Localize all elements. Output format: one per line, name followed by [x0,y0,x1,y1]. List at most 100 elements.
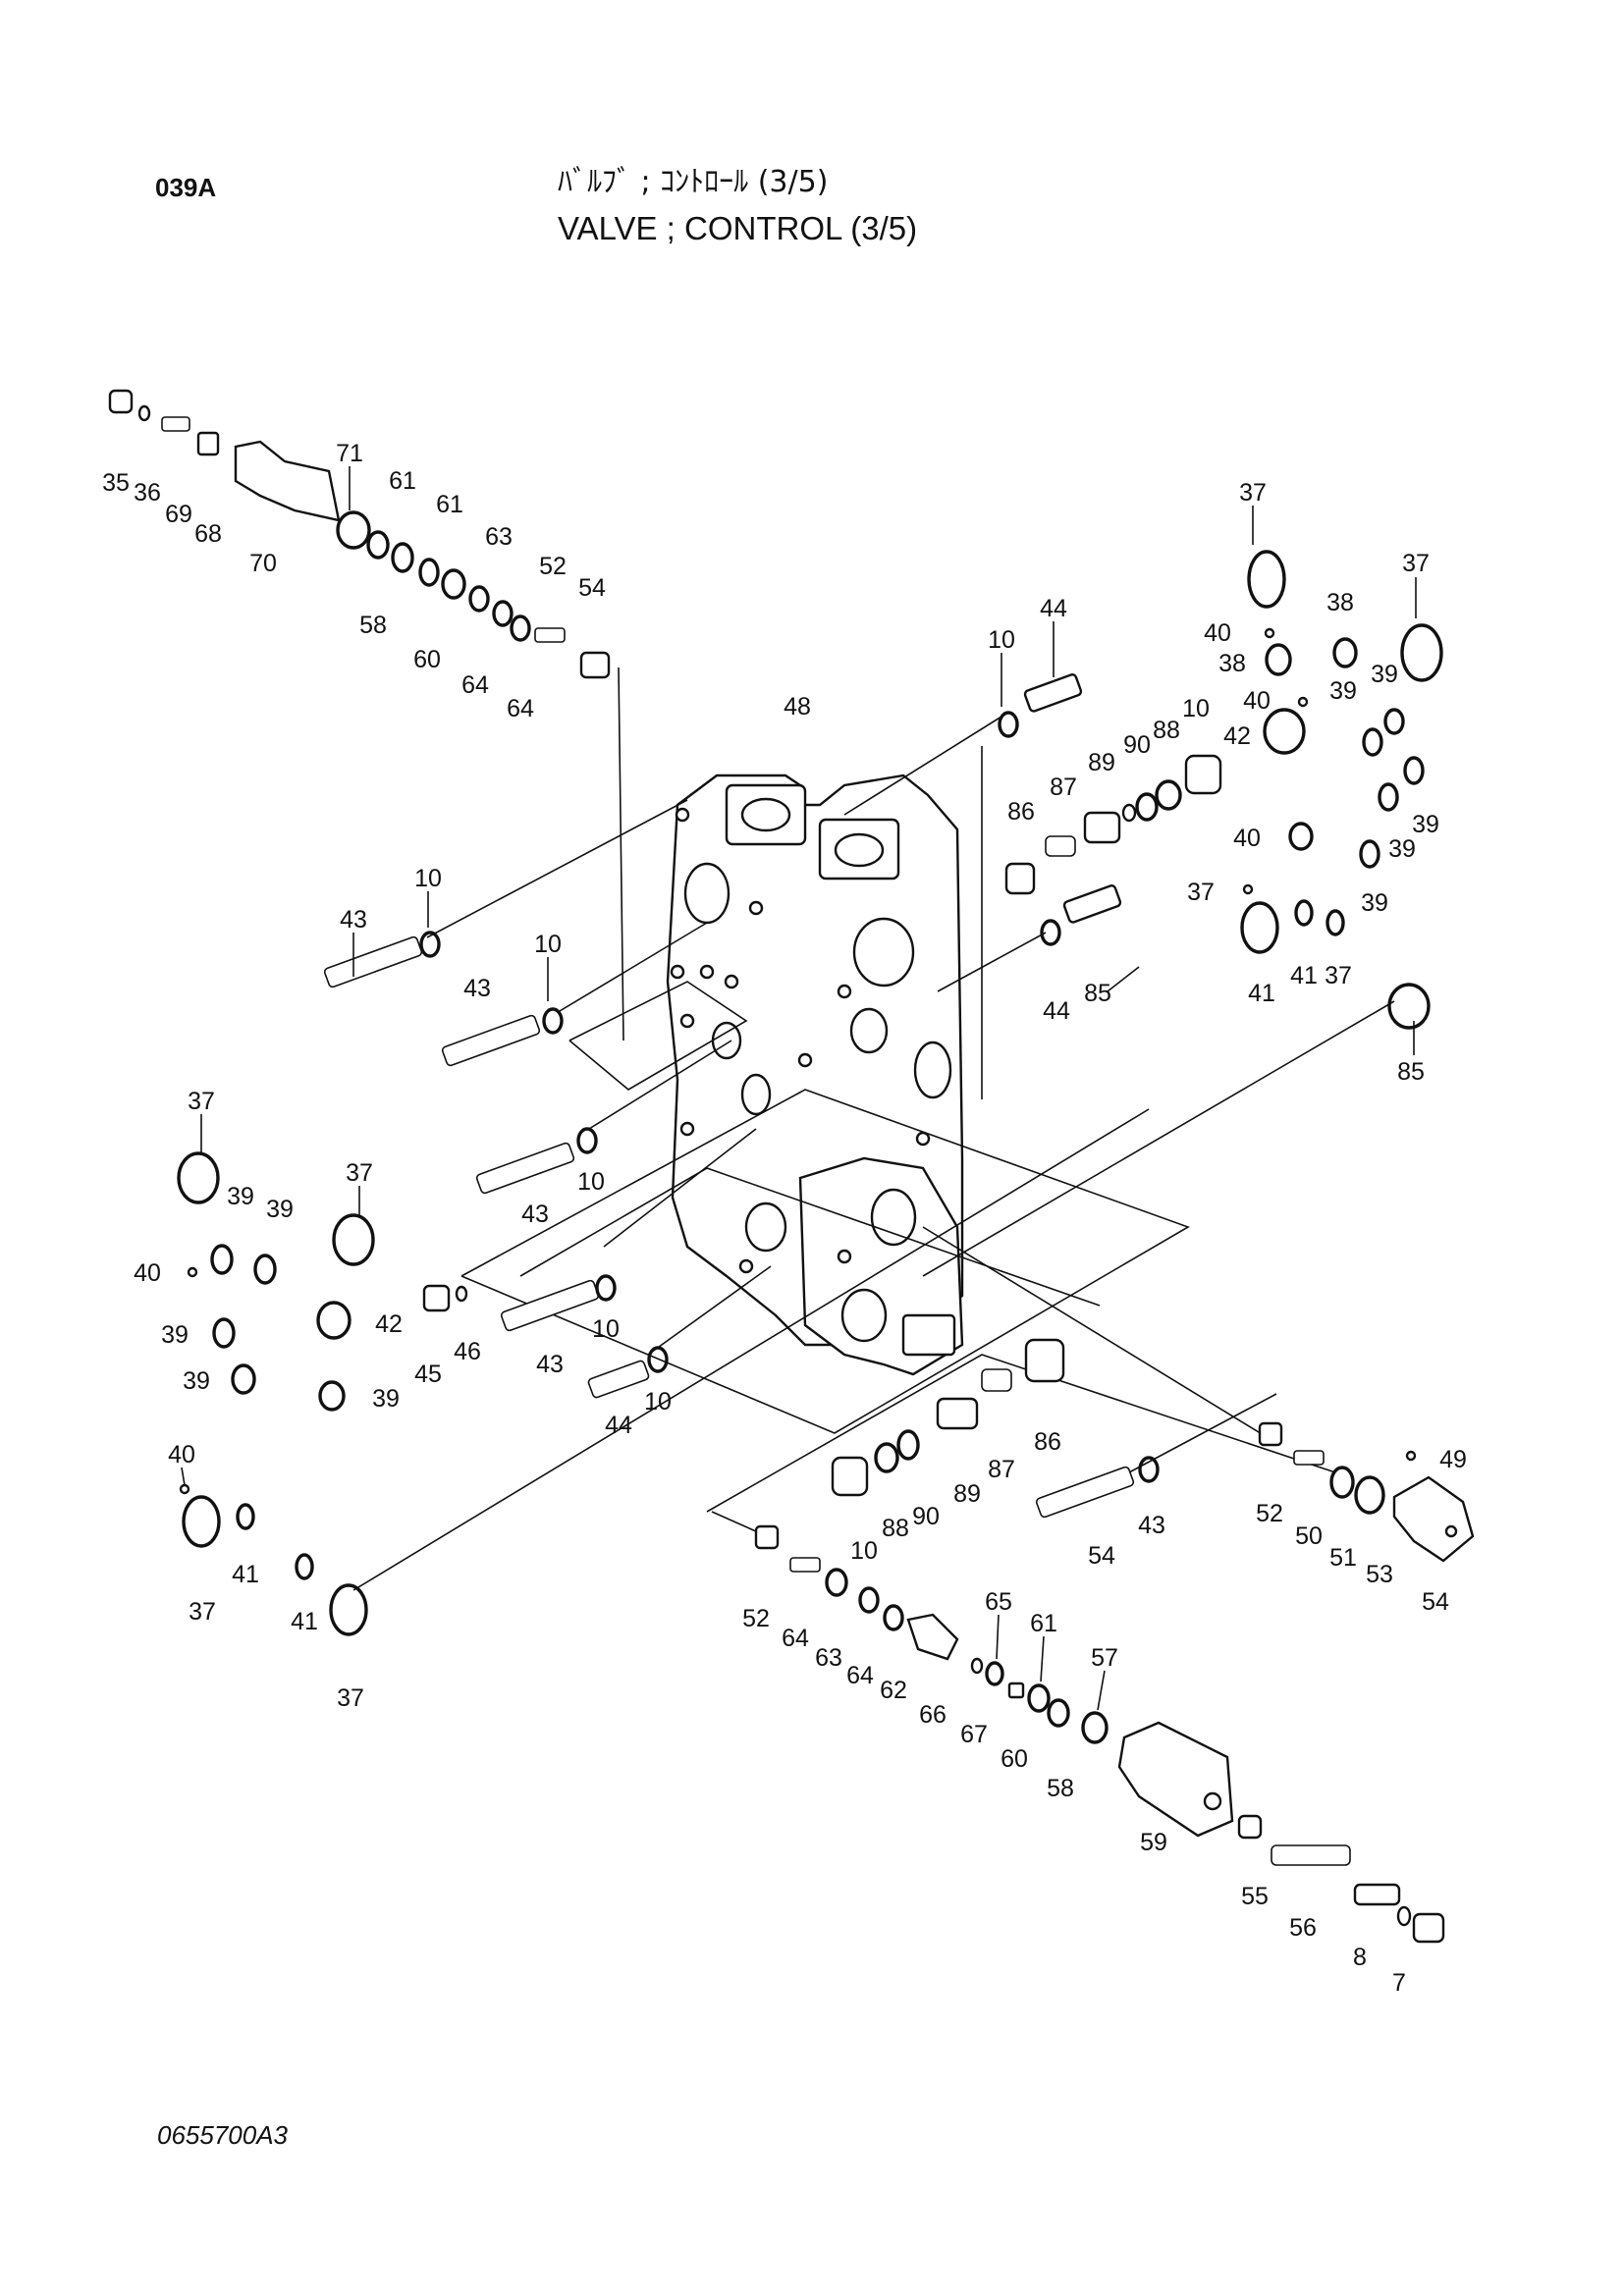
callout-label: 37 [1187,879,1215,906]
callout-label: 87 [1050,774,1077,801]
callout-label: 57 [1091,1644,1118,1672]
callout-label: 37 [1402,550,1430,577]
callout-label: 39 [266,1196,294,1223]
callout-label: 37 [337,1684,364,1712]
callout-label: 86 [1034,1428,1061,1456]
callout-label: 41 [232,1561,259,1588]
callout-label: 86 [1007,798,1035,826]
callout-label: 43 [463,975,491,1002]
callout-label: 39 [1361,889,1388,917]
o-rings [177,550,1443,1636]
callout-label: 35 [102,469,130,497]
callout-label: 41 [1248,980,1275,1007]
callout-label: 89 [953,1480,981,1508]
callout-label: 45 [414,1361,442,1388]
callout-label: 37 [188,1088,215,1115]
callout-label: 38 [1326,589,1354,616]
callout-label: 39 [1371,661,1398,688]
callout-label: 64 [846,1662,874,1689]
callout-label: 88 [882,1515,909,1542]
callout-label: 52 [1256,1500,1283,1527]
callout-label: 56 [1289,1914,1317,1942]
callout-label: 58 [359,612,387,639]
callout-label: 38 [1218,650,1246,677]
callout-label: 58 [1047,1775,1074,1802]
callout-label: 52 [539,553,567,580]
upper-right-poppet-assembly [1004,754,1222,895]
bottom-spool-assembly [754,1524,1445,1944]
callout-label: 44 [605,1412,632,1439]
callout-label: 49 [1439,1446,1467,1473]
callout-label: 63 [815,1644,842,1672]
callout-label: 41 [291,1608,318,1635]
label-leaders [181,466,1417,1711]
callout-label: 40 [1204,619,1231,647]
callout-label: 53 [1366,1561,1393,1588]
title-english: VALVE ; CONTROL (3/5) [558,210,918,246]
callout-label: 43 [1138,1512,1165,1539]
callout-label: 66 [919,1701,947,1729]
callout-label: 10 [577,1168,605,1196]
callout-label: 54 [1088,1542,1115,1570]
callout-label: 67 [960,1721,988,1748]
callout-label: 64 [461,671,489,699]
callout-label: 44 [1043,997,1070,1025]
callout-label: 88 [1153,717,1180,744]
title-japanese: ﾊﾞﾙﾌﾞ ; ｺﾝﾄﾛｰﾙ (3/5) [558,165,829,199]
callout-label: 10 [1182,695,1210,722]
callout-label: 10 [644,1388,672,1415]
callout-label: 39 [183,1367,210,1395]
callout-label: 43 [340,906,367,934]
callout-labels: 35 36 69 68 70 71 58 61 60 61 64 63 64 5… [102,440,1467,1997]
callout-label: 71 [336,440,363,467]
callout-label: 8 [1353,1944,1367,1971]
callout-label: 39 [372,1385,400,1413]
callout-label: 87 [988,1456,1015,1483]
callout-label: 51 [1329,1544,1357,1572]
callout-label: 40 [168,1441,195,1468]
callout-label: 41 [1290,962,1318,989]
callout-label: 52 [742,1605,770,1632]
callout-label: 46 [454,1338,481,1365]
callout-label: 64 [507,695,534,722]
callout-label: 54 [578,574,606,602]
callout-label: 10 [534,931,562,958]
callout-label: 37 [346,1159,373,1187]
callout-label: 63 [485,523,513,551]
callout-label: 65 [985,1588,1012,1616]
bolts-and-washers [323,673,1160,1519]
callout-label: 43 [536,1351,564,1378]
callout-label: 36 [134,479,161,507]
callout-label: 40 [1243,687,1271,715]
callout-label: 39 [1412,811,1439,838]
callout-label: 64 [782,1625,809,1652]
callout-label: 85 [1084,980,1111,1007]
callout-label: 37 [189,1598,216,1626]
callout-label: 61 [436,491,463,518]
callout-label: 42 [1223,722,1251,750]
callout-label: 59 [1140,1829,1167,1856]
callout-label: 7 [1392,1969,1406,1997]
valve-housing [666,774,964,1376]
callout-label: 10 [850,1537,878,1565]
callout-label: 54 [1422,1588,1449,1616]
callout-label: 70 [249,550,277,577]
callout-label: 43 [521,1201,549,1228]
callout-label: 48 [784,693,811,721]
callout-label: 89 [1088,749,1115,776]
callout-label: 85 [1397,1058,1425,1086]
callout-label: 10 [592,1315,620,1343]
callout-label: 90 [912,1503,940,1530]
lower-right-poppet-assembly [831,1338,1065,1497]
callout-label: 61 [1030,1610,1057,1637]
callout-label: 90 [1123,731,1151,759]
callout-label: 55 [1241,1883,1269,1910]
assembly-lines [352,667,1395,1591]
callout-label: 68 [194,520,222,548]
callout-label: 10 [988,626,1015,654]
callout-label: 40 [134,1259,161,1287]
callout-label: 39 [227,1183,254,1210]
callout-label: 69 [165,501,192,528]
callout-label: 50 [1295,1522,1323,1550]
